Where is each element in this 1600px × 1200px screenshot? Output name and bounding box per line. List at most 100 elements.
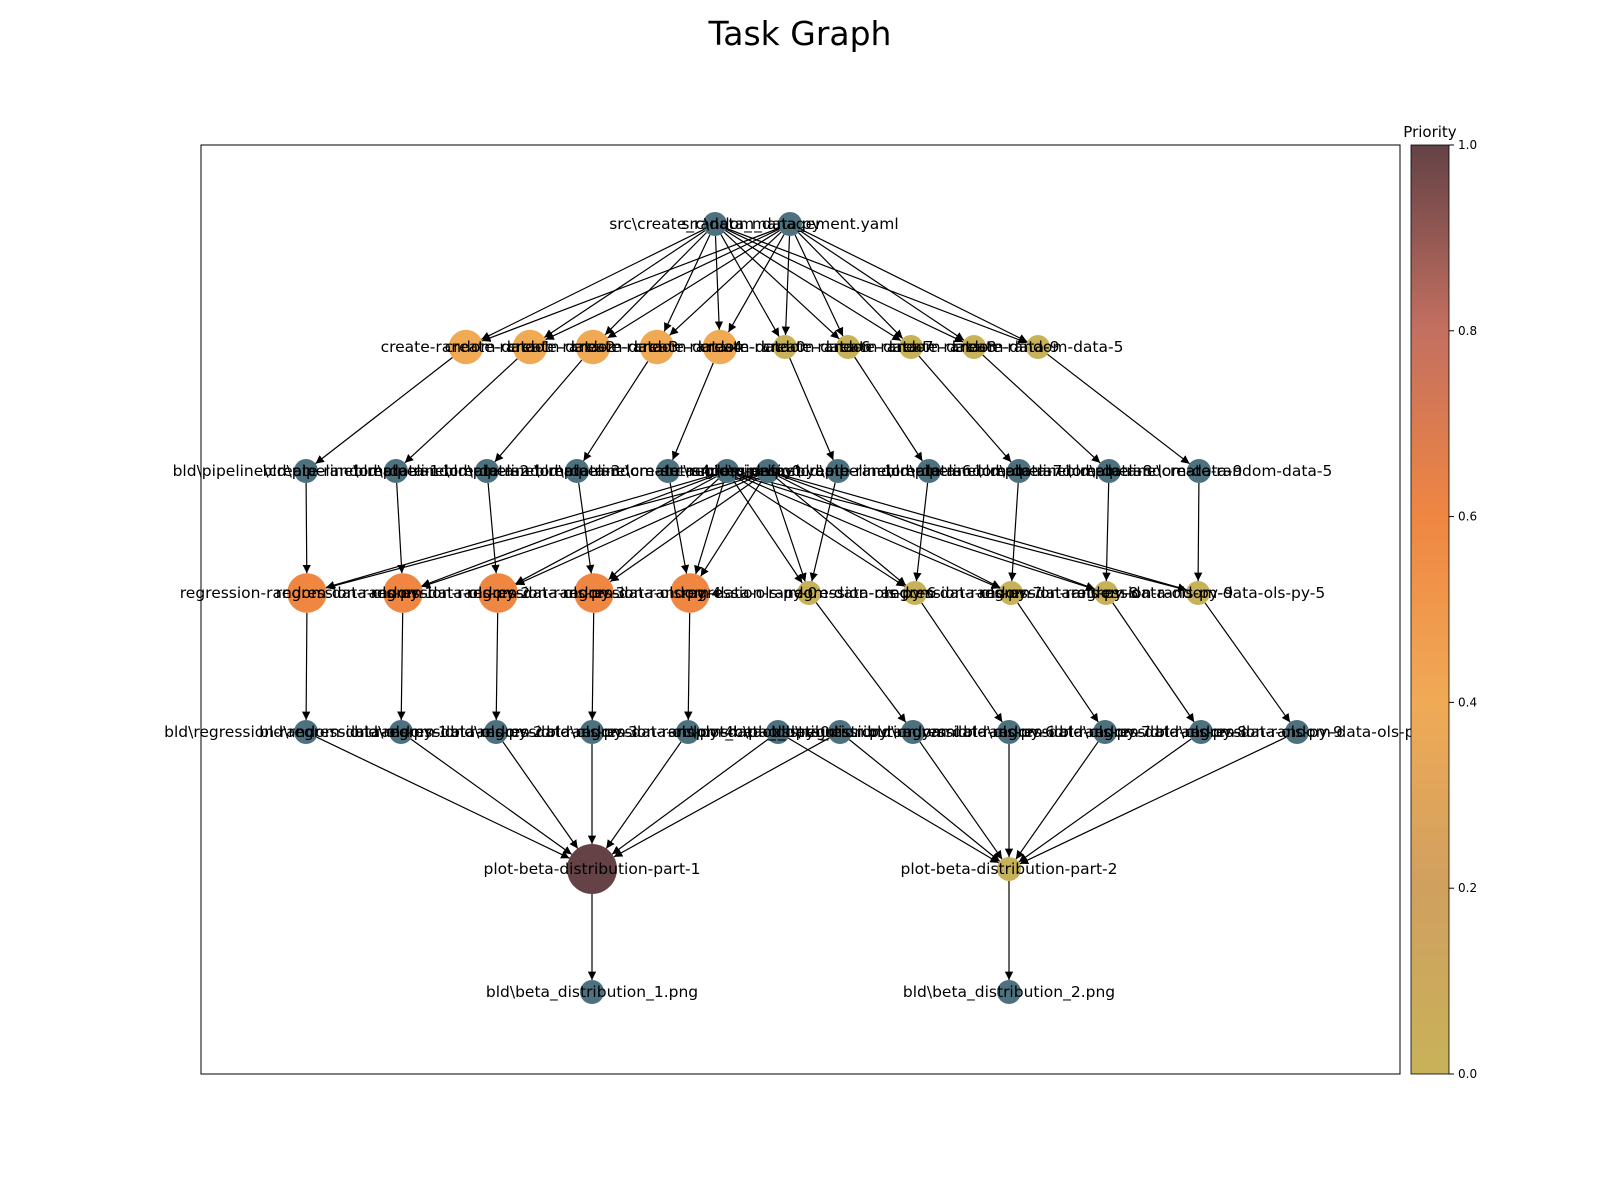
- edge-r7-o7: [921, 602, 1003, 723]
- edge-c7-d7: [854, 356, 923, 462]
- task-node-c3: [575, 329, 611, 365]
- file-node-d7: [917, 459, 941, 483]
- edge-n1-c7: [723, 231, 840, 340]
- edge-p2-b2: [848, 739, 1001, 862]
- file-node-o1: [294, 720, 318, 744]
- node-label-r3: regression-random-data-ols-py-3: [371, 584, 626, 602]
- node-label-r0: regression-random-data-ols-py-0: [563, 584, 818, 602]
- edge-n2-c6: [781, 235, 791, 336]
- edge-d0-r0: [669, 482, 690, 574]
- edge-r9-o9: [1112, 602, 1195, 723]
- file-node-o5: [1285, 720, 1309, 744]
- colorbar-tick-label: 0.8: [1458, 324, 1477, 338]
- edge-c1-d1: [315, 357, 453, 465]
- node-label-d8: bld\pipeline\create-random-data-8: [886, 462, 1153, 480]
- task-node-r6: [797, 581, 821, 605]
- edge-r4-o4: [588, 612, 597, 721]
- edge-s2-r6: [771, 482, 807, 582]
- colorbar-tick-label: 1.0: [1458, 138, 1477, 152]
- node-label-o0: bld\regression-random-data-ols-py-0: [546, 723, 830, 741]
- edge-o1-b1: [316, 736, 570, 859]
- edge-r8-o8: [1017, 602, 1099, 723]
- task-node-c6: [773, 335, 797, 359]
- node-label-r4: regression-random-data-ols-py-4: [467, 584, 722, 602]
- task-node-c5: [1026, 335, 1050, 359]
- edge-n2-c7: [794, 234, 844, 337]
- plot-frame: [200, 144, 1401, 1075]
- node-label-d5: bld\pipeline\create-random-data-5: [1066, 462, 1333, 480]
- edge-s1-r9: [738, 474, 1095, 591]
- node-label-r8: regression-random-data-ols-py-8: [884, 584, 1139, 602]
- edge-d5-r5: [1193, 482, 1203, 582]
- node-label-r5: regression-random-data-ols-py-5: [1071, 584, 1326, 602]
- file-node-n1: [703, 212, 727, 236]
- edge-s2-r2: [421, 474, 757, 589]
- node-label-r6: regression-random-data-ols-py-6: [682, 584, 937, 602]
- node-label-c8: create-random-data-8: [826, 338, 997, 356]
- edge-n2-c8: [797, 232, 904, 339]
- edge-d2-r2: [396, 482, 406, 574]
- task-node-c4: [639, 329, 675, 365]
- node-label-d6: bld\pipeline\create-random-data-6: [705, 462, 972, 480]
- node-label-d1: bld\pipeline\create-random-data-1: [173, 462, 440, 480]
- edge-s1-r7: [736, 476, 906, 588]
- edge-p2-b1: [613, 737, 830, 858]
- edge-s1-r2: [421, 474, 717, 587]
- edge-c0-d0: [671, 362, 714, 461]
- colorbar-tick-label: 0.2: [1458, 881, 1477, 895]
- edge-r2-o2: [397, 612, 406, 721]
- labels-layer: src\create_random_data.pysrc\data_manage…: [164, 215, 1439, 1002]
- node-label-c1: create-random-data-1: [381, 338, 552, 356]
- task-node-c8: [899, 335, 923, 359]
- node-label-o5: bld\regression-random-data-ols-py-5: [1155, 723, 1439, 741]
- node-label-p1: src\plot_beta_distribution.py: [668, 723, 888, 742]
- node-label-o2: bld\regression-random-data-ols-py-2: [259, 723, 543, 741]
- file-node-o3: [484, 720, 508, 744]
- file-node-p1: [766, 720, 790, 744]
- file-node-d4: [565, 459, 589, 483]
- node-label-c5: create-random-data-5: [953, 338, 1124, 356]
- file-node-f2: [997, 980, 1021, 1004]
- node-label-d0: bld\pipeline\create-random-data-0: [535, 462, 802, 480]
- node-label-c3: create-random-data-3: [508, 338, 679, 356]
- task-node-r3: [478, 573, 518, 613]
- file-node-d0: [656, 459, 680, 483]
- file-node-f1: [580, 980, 604, 1004]
- edge-s2-r7: [776, 478, 907, 586]
- edge-n1-c2: [543, 230, 706, 338]
- edge-n2-c9: [799, 230, 965, 341]
- node-label-b1: plot-beta-distribution-part-1: [483, 860, 700, 878]
- edge-n2-c5: [800, 228, 1028, 343]
- task-node-c2: [512, 329, 548, 365]
- node-label-r7: regression-random-data-ols-py-7: [788, 584, 1043, 602]
- edge-c6-d6: [789, 357, 834, 461]
- edge-s1-r6: [733, 480, 803, 584]
- file-node-d2: [384, 459, 408, 483]
- edge-n2-c1: [481, 227, 780, 342]
- edge-n2-c0: [727, 234, 785, 333]
- colorbar-gradient: [1410, 144, 1450, 1075]
- task-node-c9: [962, 335, 986, 359]
- task-node-c1: [448, 329, 484, 365]
- file-node-s1: [715, 459, 739, 483]
- edge-n1-c1: [481, 228, 705, 340]
- node-label-f1: bld\beta_distribution_1.png: [486, 983, 698, 1002]
- file-node-p2: [828, 720, 852, 744]
- edge-o6-b2: [919, 741, 1003, 860]
- node-label-s1: src\regression.py: [661, 462, 794, 480]
- file-node-o7: [997, 720, 1021, 744]
- node-label-c2: create-random-data-2: [445, 338, 616, 356]
- task-node-b2: [997, 857, 1021, 881]
- edge-r0-o0: [684, 612, 693, 721]
- node-label-s2: src\regression.yaml: [692, 462, 844, 480]
- edge-d7-r7: [913, 482, 929, 582]
- node-label-r9: regression-random-data-ols-py-9: [979, 584, 1234, 602]
- task-node-r9: [1094, 581, 1118, 605]
- node-label-o1: bld\regression-random-data-ols-py-1: [164, 723, 448, 741]
- node-label-o9: bld\regression-random-data-ols-py-9: [1059, 723, 1343, 741]
- task-node-r4: [574, 573, 614, 613]
- file-node-d1: [294, 459, 318, 483]
- node-label-d3: bld\pipeline\create-random-data-3: [354, 462, 621, 480]
- edge-o8-b2: [1015, 741, 1099, 860]
